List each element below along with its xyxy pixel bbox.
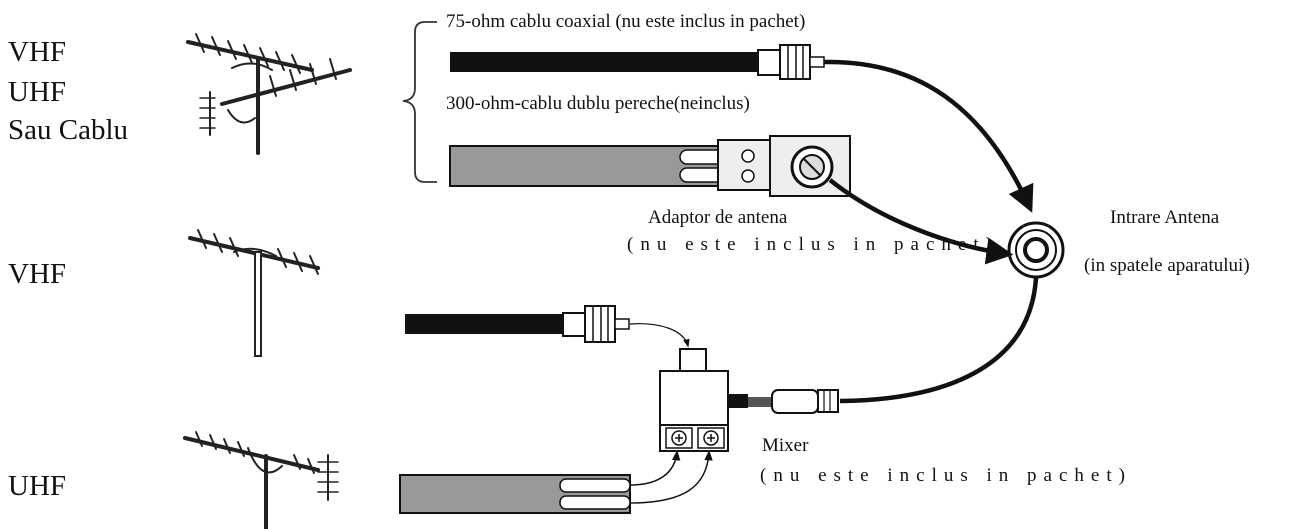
combo-source-cable-label: Sau Cablu [8,114,129,146]
vhf-source-label: VHF [8,258,67,290]
adapter-to-input-arrow [828,178,1014,265]
twin-lead-300-ohm-label: 300-ohm-cablu dublu pereche(neinclus) [446,93,750,114]
mixer-to-input-cable [839,277,1039,404]
uhf-twin-lead-cable [399,474,631,514]
antenna-adapter-icon [717,135,851,197]
uhf-to-mixer-arrow-2 [629,449,713,504]
antenna-input-jack-icon [1007,221,1065,279]
twin-lead-cable-300-ohm [449,145,743,187]
adapter-name-label: Adaptor de antena [648,207,788,228]
cable-options-brace [402,21,437,183]
vhf-coax-cable [405,305,630,343]
uhf-source-label: UHF [8,470,67,502]
mixer-name-label: Mixer [762,435,809,456]
coax-75-ohm-label: 75-ohm cablu coaxial (nu este inclus in … [446,11,806,32]
combo-antenna-icon [186,33,352,155]
vhf-to-mixer-arrow [629,323,690,348]
coax-to-input-arrow [823,59,1034,213]
combo-source-uhf-label: UHF [8,76,67,108]
vhf-antenna-icon [188,229,320,357]
uhf-to-mixer-arrow-1 [629,449,681,486]
coax-cable-75-ohm [450,44,825,80]
antenna-input-note-label: (in spatele aparatului) [1084,255,1250,276]
mixer-icon [659,348,839,452]
mixer-note-label: (nu este inclus in pachet) [760,465,1132,486]
combo-source-vhf-label: VHF [8,36,67,68]
adapter-note-label: (nu este inclus in pachet) [627,234,999,255]
antenna-input-name-label: Intrare Antena [1110,207,1220,228]
uhf-antenna-icon [183,431,339,529]
